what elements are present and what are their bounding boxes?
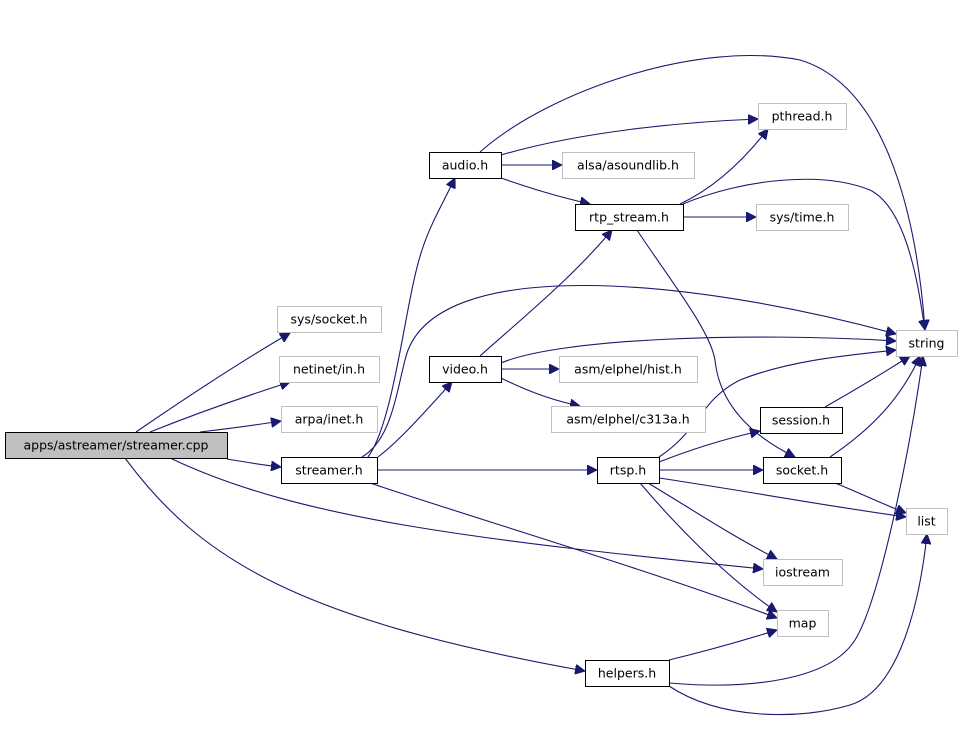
edge-socket-h-to-list [834, 482, 906, 513]
edge-streamer-cpp-to-sys-socket-h [135, 333, 290, 433]
node-iostream: iostream [763, 559, 843, 586]
node-label: map [789, 616, 817, 631]
node-box [756, 204, 849, 231]
node-pthread-h: pthread.h [758, 103, 847, 130]
node-box [585, 660, 670, 687]
node-label: video.h [442, 362, 488, 377]
node-label: iostream [775, 565, 830, 580]
node-streamer-h[interactable]: streamer.h [281, 457, 378, 484]
edge-streamer-h-to-video-h [377, 382, 452, 458]
node-box [559, 356, 698, 383]
node-box [429, 152, 502, 179]
node-rtp-stream-h[interactable]: rtp_stream.h [575, 204, 684, 231]
node-arpa-inet-h: arpa/inet.h [281, 406, 378, 433]
node-label: asm/elphel/c313a.h [566, 412, 689, 427]
node-label: apps/astreamer/streamer.cpp [24, 438, 209, 453]
node-label: sys/time.h [770, 210, 835, 225]
nodes-layer: apps/astreamer/streamer.cpp sys/socket.h n… [5, 103, 958, 687]
edge-streamer-cpp-to-streamer-h [226, 458, 281, 467]
node-rtsp-h[interactable]: rtsp.h [597, 457, 660, 484]
node-box [763, 559, 843, 586]
node-streamer-cpp[interactable]: apps/astreamer/streamer.cpp [5, 432, 228, 459]
node-label: helpers.h [598, 666, 656, 681]
edge-session-h-to-string [824, 356, 910, 408]
node-box [758, 103, 847, 130]
node-label: arpa/inet.h [295, 412, 364, 427]
node-alsa-asoundlib-h: alsa/asoundlib.h [562, 152, 695, 179]
node-box [575, 204, 684, 231]
edges-layer [124, 54, 927, 716]
node-video-h[interactable]: video.h [429, 356, 502, 383]
edge-streamer-cpp-to-netinet-in-h [149, 382, 290, 433]
node-session-h[interactable]: session.h [760, 407, 843, 434]
node-asm-elphel-c313a-h: asm/elphel/c313a.h [551, 406, 706, 433]
edge-rtsp-h-to-iostream [647, 482, 777, 559]
edge-streamer-cpp-to-arpa-inet-h [199, 421, 281, 433]
node-box [896, 330, 958, 357]
edge-helpers-h-to-list [668, 534, 927, 716]
node-box [281, 457, 378, 484]
edge-video-h-to-asm-elphel-c313a-h [500, 377, 580, 406]
node-box [763, 457, 842, 484]
edge-socket-h-to-string [829, 356, 920, 458]
edge-rtsp-h-to-session-h [658, 431, 760, 463]
node-label: alsa/asoundlib.h [577, 158, 679, 173]
node-label: sys/socket.h [291, 312, 368, 327]
node-audio-h[interactable]: audio.h [429, 152, 502, 179]
node-helpers-h[interactable]: helpers.h [585, 660, 670, 687]
edge-audio-h-to-string [479, 54, 925, 330]
node-label: list [917, 514, 935, 529]
node-label: asm/elphel/hist.h [574, 362, 682, 377]
node-socket-h[interactable]: socket.h [763, 457, 842, 484]
node-box [562, 152, 695, 179]
node-label: string [909, 336, 945, 351]
edge-streamer-h-to-audio-h [367, 178, 455, 458]
node-box [777, 610, 829, 637]
node-label: socket.h [776, 463, 828, 478]
edge-video-h-to-rtp-stream-h [479, 230, 612, 357]
node-box [551, 406, 706, 433]
node-map: map [777, 610, 829, 637]
edge-rtp-stream-h-to-pthread-h [679, 129, 768, 205]
node-box [906, 508, 948, 535]
node-netinet-in-h: netinet/in.h [279, 356, 380, 383]
node-label: rtp_stream.h [589, 210, 669, 225]
node-list: list [906, 508, 948, 535]
node-box [277, 306, 382, 333]
node-label: rtsp.h [610, 463, 646, 478]
node-sys-time-h: sys/time.h [756, 204, 849, 231]
node-box [279, 356, 380, 383]
node-asm-elphel-hist-h: asm/elphel/hist.h [559, 356, 698, 383]
node-label: audio.h [442, 158, 488, 173]
edge-rtsp-h-to-map [639, 482, 777, 612]
node-box [281, 406, 378, 433]
edge-audio-h-to-pthread-h [500, 119, 758, 156]
node-label: streamer.h [295, 463, 362, 478]
edge-helpers-h-to-string [668, 356, 923, 686]
node-label: session.h [772, 413, 830, 428]
edge-streamer-h-to-string [361, 284, 896, 458]
node-sys-socket-h: sys/socket.h [277, 306, 382, 333]
node-box [5, 432, 228, 459]
edge-streamer-h-to-map [369, 482, 777, 618]
edge-rtp-stream-h-to-socket-h [636, 229, 795, 457]
edge-streamer-cpp-to-helpers-h [124, 457, 585, 671]
edge-video-h-to-string [500, 337, 896, 364]
edge-helpers-h-to-map [668, 630, 777, 661]
edge-audio-h-to-rtp-stream-h [500, 177, 590, 204]
edge-streamer-cpp-to-iostream [169, 457, 763, 569]
edge-rtsp-h-to-list [658, 477, 906, 517]
node-label: netinet/in.h [293, 362, 365, 377]
node-box [429, 356, 502, 383]
node-string: string [896, 330, 958, 357]
node-box [760, 407, 843, 434]
node-label: pthread.h [772, 109, 833, 124]
node-box [597, 457, 660, 484]
edge-rtp-stream-h-to-string [682, 178, 925, 330]
